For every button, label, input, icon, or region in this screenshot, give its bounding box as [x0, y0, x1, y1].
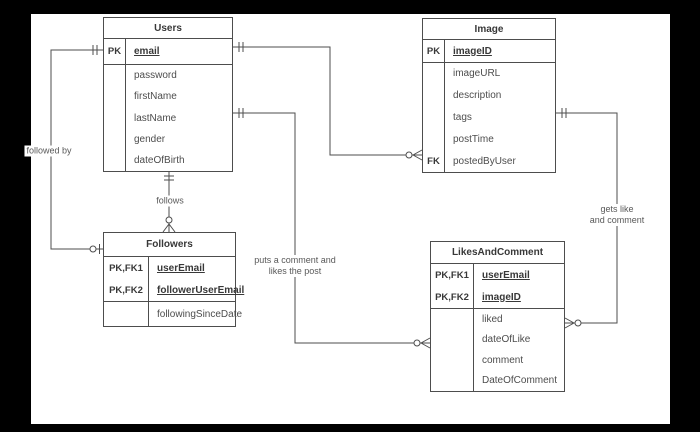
attribute-name: tags: [453, 111, 472, 123]
entity-users[interactable]: Users PK email password firstName lastNa…: [103, 17, 233, 172]
attribute-name: comment: [482, 354, 524, 366]
key-label: FK: [423, 150, 445, 172]
key-label: [104, 302, 149, 326]
one-and-only-one-icon: [92, 45, 98, 55]
relationship-label-gets-like: gets like and comment: [587, 204, 647, 226]
key-label: [431, 329, 474, 350]
key-label: PK: [104, 39, 126, 64]
table-row: PK email: [104, 39, 232, 64]
relationship-posts[interactable]: [233, 42, 423, 161]
key-label: [423, 84, 445, 107]
attribute-name: imageID: [482, 291, 521, 303]
key-label: PK: [423, 40, 445, 62]
relationship-label-followed-by: followed by: [24, 145, 74, 157]
relationship-puts-comment[interactable]: [233, 108, 431, 349]
entity-followers-title: Followers: [104, 233, 235, 257]
label-line: and comment: [589, 215, 645, 225]
entity-image-title: Image: [423, 19, 555, 40]
attribute-name: liked: [482, 313, 503, 325]
zero-or-many-icon: [564, 317, 575, 329]
one-and-only-one-icon: [164, 175, 174, 181]
zero-ring-icon: [405, 151, 413, 159]
attribute-name: description: [453, 90, 502, 102]
attribute-name: firstName: [134, 91, 177, 103]
key-label: [104, 107, 126, 129]
attribute-name: followingSinceDate: [157, 308, 243, 320]
table-row: description: [423, 84, 555, 107]
table-row: PK,FK1 userEmail: [104, 257, 235, 279]
table-row: tags: [423, 106, 555, 129]
table-row: PK,FK2 imageID: [431, 286, 564, 308]
attribute-name: gender: [134, 133, 166, 145]
table-row: comment: [431, 350, 564, 371]
table-row: imageURL: [423, 63, 555, 85]
zero-or-many-icon: [162, 223, 176, 233]
key-label: PK,FK1: [431, 264, 474, 286]
attribute-name: imageURL: [453, 68, 501, 80]
key-label: [423, 106, 445, 129]
table-row: FK postedByUser: [423, 150, 555, 172]
relationship-label-puts-comment: puts a comment and likes the post: [252, 255, 338, 277]
table-row: dateOfLike: [431, 329, 564, 350]
table-row: PK imageID: [423, 40, 555, 62]
key-label: [104, 86, 126, 108]
table-row: gender: [104, 128, 232, 150]
attribute-name: lastName: [134, 112, 177, 124]
table-row: PK,FK1 userEmail: [431, 264, 564, 286]
attribute-name: dateOfBirth: [134, 154, 185, 166]
zero-ring-icon: [89, 245, 97, 253]
key-label: [431, 370, 474, 391]
table-row: lastName: [104, 107, 232, 129]
entity-likesandcomment-title: LikesAndComment: [431, 242, 564, 264]
key-label: [104, 65, 126, 87]
key-label: [104, 128, 126, 150]
table-row: postTime: [423, 128, 555, 151]
label-line: puts a comment and: [254, 255, 336, 265]
entity-followers[interactable]: Followers PK,FK1 userEmail PK,FK2 follow…: [103, 232, 244, 327]
table-row: followingSinceDate: [104, 302, 242, 326]
attribute-name: postTime: [453, 133, 494, 145]
table-row: DateOfComment: [431, 370, 564, 391]
zero-ring-icon: [165, 216, 173, 224]
key-label: PK,FK2: [104, 279, 149, 301]
attribute-name: postedByUser: [453, 155, 516, 167]
zero-ring-icon: [574, 319, 582, 327]
entity-likesandcomment[interactable]: LikesAndComment PK,FK1 userEmail PK,FK2 …: [430, 241, 565, 392]
attribute-name: imageID: [453, 45, 492, 57]
one-and-only-one-icon: [561, 108, 567, 118]
key-label: PK,FK1: [104, 257, 149, 279]
label-line: gets like: [600, 204, 634, 214]
table-row: liked: [431, 309, 564, 330]
key-label: PK,FK2: [431, 286, 474, 308]
table-row: firstName: [104, 86, 232, 108]
attribute-name: email: [134, 46, 160, 57]
one-and-only-one-icon: [238, 108, 244, 118]
key-label: [431, 309, 474, 330]
attribute-name: password: [134, 70, 177, 82]
key-label: [431, 350, 474, 371]
entity-image[interactable]: Image PK imageID imageURL description ta…: [422, 18, 556, 173]
key-label: [104, 149, 126, 172]
attribute-name: followerUserEmail: [157, 284, 245, 296]
key-label: [423, 128, 445, 151]
zero-ring-icon: [413, 339, 421, 347]
table-row: dateOfBirth: [104, 149, 232, 172]
table-row: PK,FK2 followerUserEmail: [104, 279, 244, 301]
one-and-only-one-icon: [238, 42, 244, 52]
relationship-label-follows: follows: [154, 195, 186, 207]
attribute-name: userEmail: [482, 269, 530, 281]
attribute-name: DateOfComment: [482, 375, 558, 387]
label-line: likes the post: [268, 266, 322, 276]
zero-or-many-icon: [412, 149, 423, 161]
entity-users-title: Users: [104, 18, 232, 39]
attribute-name: userEmail: [157, 262, 205, 274]
table-row: password: [104, 65, 232, 87]
key-label: [423, 63, 445, 85]
attribute-name: dateOfLike: [482, 334, 531, 346]
zero-or-many-icon: [420, 337, 431, 349]
relationship-follows[interactable]: [162, 172, 176, 233]
